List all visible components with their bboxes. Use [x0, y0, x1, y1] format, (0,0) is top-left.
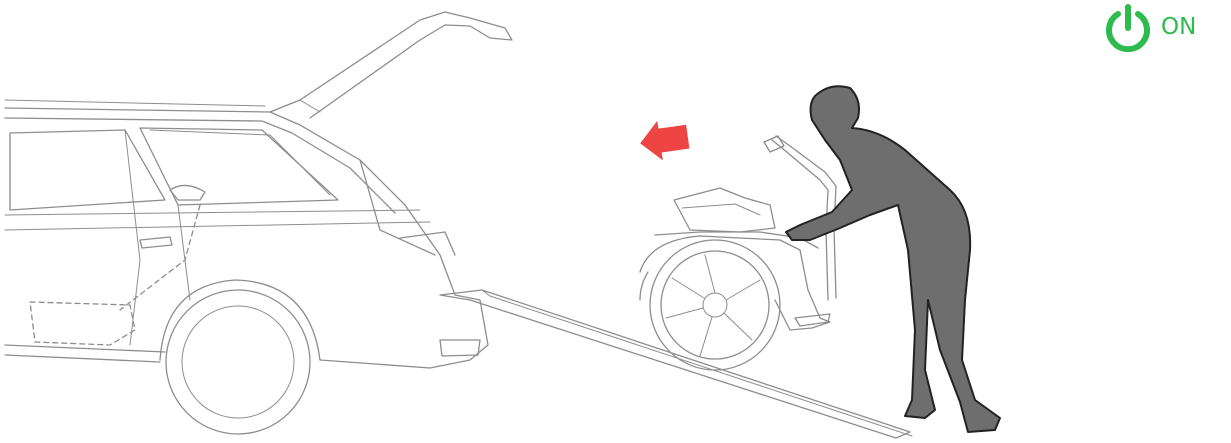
person-silhouette — [785, 85, 1001, 433]
wheelchair-device — [639, 135, 837, 371]
ramp — [439, 289, 913, 439]
car — [4, 11, 513, 435]
power-icon — [1106, 4, 1150, 52]
power-label: ON — [1161, 14, 1197, 40]
direction-arrow — [640, 120, 690, 161]
power-status: ON — [1103, 2, 1196, 52]
